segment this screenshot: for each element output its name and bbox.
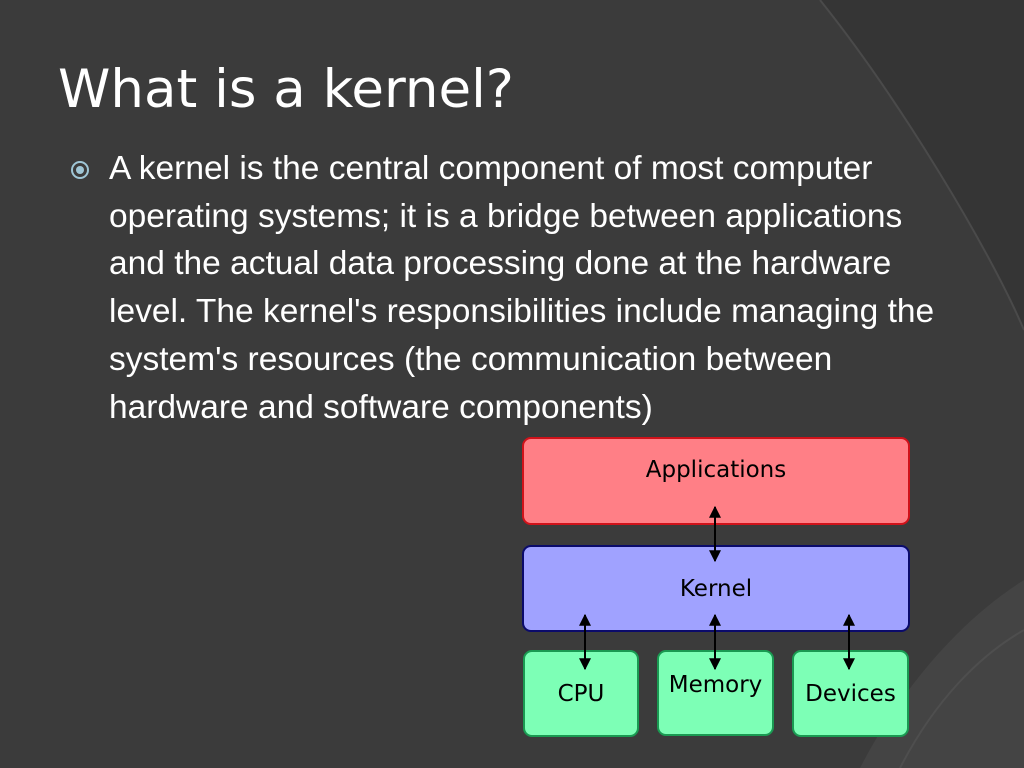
devices-label: Devices: [805, 680, 896, 707]
cpu-label: CPU: [557, 680, 605, 707]
devices-box: Devices: [792, 650, 909, 737]
diagram-arrows: [579, 505, 855, 671]
slide-title: What is a kernel?: [58, 59, 514, 120]
body-text: A kernel is the central component of mos…: [109, 150, 935, 426]
kernel-label: Kernel: [679, 575, 753, 602]
applications-label: Applications: [645, 457, 787, 483]
kernel-diagram: Applications Kernel CPU Memory Devices: [520, 435, 912, 740]
circle-bullet-icon: [71, 161, 89, 179]
memory-label: Memory: [668, 672, 763, 698]
